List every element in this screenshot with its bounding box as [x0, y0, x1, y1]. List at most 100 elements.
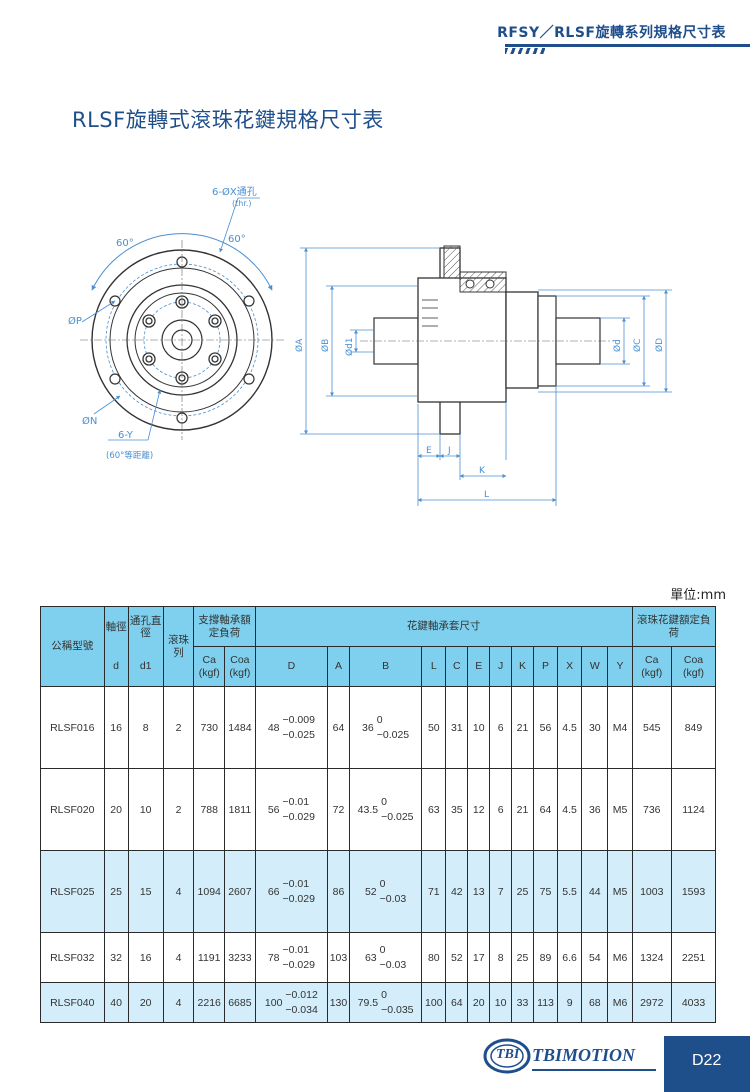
cell-E: 17 — [467, 932, 491, 983]
cell-X: 5.5 — [557, 850, 583, 933]
head-model: 公稱型號 — [40, 606, 105, 687]
head-balls: 滾珠列 — [162, 606, 195, 687]
cell-X: 9 — [557, 982, 583, 1023]
cell-D: 100−0.012−0.034 — [254, 982, 329, 1023]
cell-spline-ca: 545 — [631, 686, 672, 769]
y-note-label: (60°等距離) — [106, 450, 153, 461]
cell-balls: 2 — [162, 768, 195, 851]
head-col-j: J — [489, 646, 513, 687]
cell-C: 64 — [445, 982, 469, 1023]
head-spline-dims: 花鍵軸承套尺寸 — [254, 606, 633, 647]
cell-coa: 3233 — [224, 932, 256, 983]
cell-spline-coa: 4033 — [670, 982, 717, 1023]
head-col-p: P — [532, 646, 559, 687]
cell-W: 36 — [581, 768, 609, 851]
cell-P: 75 — [532, 850, 559, 933]
cell-balls: 4 — [162, 850, 195, 933]
cell-d1: 20 — [127, 982, 164, 1023]
cell-L: 50 — [421, 686, 447, 769]
dim-l-label: L — [484, 490, 489, 500]
cell-C: 52 — [445, 932, 469, 983]
cell-ca: 788 — [193, 768, 226, 851]
cell-d1: 16 — [127, 932, 164, 983]
cell-d: 32 — [103, 932, 129, 983]
cell-d1: 10 — [127, 768, 164, 851]
cell-ca: 2216 — [193, 982, 226, 1023]
cell-ca: 1094 — [193, 850, 226, 933]
cell-balls: 4 — [162, 932, 195, 983]
header-hatch — [505, 48, 545, 54]
cell-Y: M5 — [607, 768, 633, 851]
head-spline-load: 滾珠花鍵額定負荷 — [631, 606, 717, 647]
cell-L: 71 — [421, 850, 447, 933]
cell-J: 7 — [489, 850, 513, 933]
cell-J: 6 — [489, 686, 513, 769]
dim-d-label: Ød — [612, 339, 623, 352]
cell-Y: M5 — [607, 850, 633, 933]
dim-b-label: ØB — [320, 339, 331, 352]
tbimotion-logo: TBI TBIMOTION — [482, 1036, 662, 1076]
cell-E: 13 — [467, 850, 491, 933]
cell-C: 42 — [445, 850, 469, 933]
cell-ca: 1191 — [193, 932, 226, 983]
cell-D: 66−0.01−0.029 — [254, 850, 329, 933]
cell-C: 35 — [445, 768, 469, 851]
cell-E: 10 — [467, 686, 491, 769]
cell-C: 31 — [445, 686, 469, 769]
cell-spline-coa: 849 — [670, 686, 717, 769]
cell-spline-ca: 736 — [631, 768, 672, 851]
angle-left-label: 60° — [116, 238, 134, 249]
cell-d1: 15 — [127, 850, 164, 933]
dim-k-label: K — [479, 466, 486, 476]
page-number: D22 — [692, 1052, 722, 1069]
cell-W: 44 — [581, 850, 609, 933]
cell-W: 30 — [581, 686, 609, 769]
page-header: RFSY／RLSF旋轉系列規格尺寸表 — [0, 0, 750, 60]
cell-A: 103 — [327, 932, 350, 983]
cell-X: 6.6 — [557, 932, 583, 983]
logo-text: TBIMOTION — [532, 1045, 636, 1065]
logo-badge: TBI — [496, 1047, 520, 1062]
cell-D: 56−0.01−0.029 — [254, 768, 329, 851]
logo-badge-icon — [483, 1038, 531, 1074]
cell-d: 20 — [103, 768, 129, 851]
dim-e-label: E — [426, 446, 432, 456]
cell-W: 54 — [581, 932, 609, 983]
head-col-x: X — [557, 646, 583, 687]
header-title: RFSY／RLSF旋轉系列規格尺寸表 — [497, 25, 726, 41]
cell-A: 130 — [327, 982, 350, 1023]
cell-spline-ca: 1324 — [631, 932, 672, 983]
cell-P: 64 — [532, 768, 559, 851]
head-col-d: D — [254, 646, 329, 687]
head-ca: Ca(kgf) — [193, 646, 226, 687]
cell-A: 72 — [327, 768, 350, 851]
head-col-a: A — [327, 646, 350, 687]
cell-d1: 8 — [127, 686, 164, 769]
cell-spline-ca: 2972 — [631, 982, 672, 1023]
head-col-e: E — [467, 646, 491, 687]
unit-label: 單位:mm — [670, 588, 726, 603]
cell-P: 56 — [532, 686, 559, 769]
spec-table: 公稱型號 軸徑 通孔直徑 滾珠列 支撐軸承額定負荷 花鍵軸承套尺寸 滾珠花鍵額定… — [40, 606, 717, 1023]
n-label: ØN — [82, 415, 97, 427]
cell-spline-ca: 1003 — [631, 850, 672, 933]
dim-bigd-label: ØD — [654, 338, 665, 352]
cell-coa: 6685 — [224, 982, 256, 1023]
cell-L: 63 — [421, 768, 447, 851]
head-col-l: L — [421, 646, 447, 687]
cell-A: 64 — [327, 686, 350, 769]
cell-balls: 4 — [162, 982, 195, 1023]
head-hole: 通孔直徑 — [127, 606, 164, 647]
head-shaft: 軸徑 — [103, 606, 129, 647]
cell-A: 86 — [327, 850, 350, 933]
cell-d: 40 — [103, 982, 129, 1023]
page-title: RLSF旋轉式滾珠花鍵規格尺寸表 — [72, 108, 384, 132]
dim-a-label: ØA — [294, 338, 305, 352]
cell-spline-coa: 1124 — [670, 768, 717, 851]
hole-thr-label: (thr.) — [232, 199, 252, 208]
